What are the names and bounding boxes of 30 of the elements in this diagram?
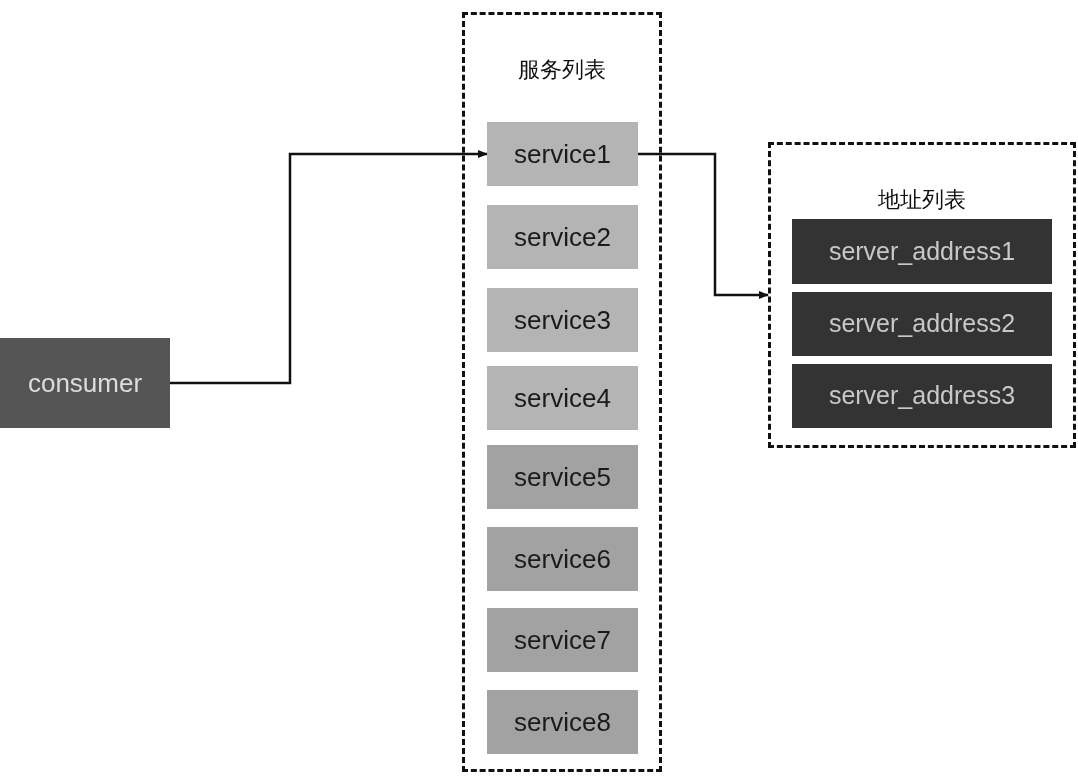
address-box	[792, 219, 1052, 284]
arrow	[170, 150, 488, 385]
group-title: 服务列表	[517, 56, 607, 84]
service-box	[487, 527, 638, 591]
box-label: consumer	[27, 366, 143, 400]
dashed-group-box	[462, 12, 662, 772]
service-box	[487, 122, 638, 186]
address-box	[792, 364, 1052, 428]
box-label: service6	[514, 542, 611, 576]
box-label: server_address1	[828, 235, 1016, 267]
service-box	[487, 205, 638, 269]
box-label: service2	[514, 220, 611, 254]
box-label: service8	[514, 705, 611, 739]
box-label: service3	[514, 303, 611, 337]
box-label: server_address3	[828, 380, 1016, 412]
box-label: server_address2	[828, 308, 1016, 340]
box-label: service4	[514, 381, 611, 415]
service-box	[487, 690, 638, 754]
dashed-group-box	[768, 142, 1076, 448]
service-box	[487, 366, 638, 430]
box-label: service5	[514, 460, 611, 494]
arrow	[638, 152, 769, 299]
service-box	[487, 288, 638, 352]
box-label: service7	[514, 623, 611, 657]
service-box	[487, 445, 638, 509]
box-label: service1	[514, 137, 611, 171]
address-box	[792, 292, 1052, 356]
service-box	[487, 608, 638, 672]
consumer-box	[0, 338, 170, 428]
group-title: 地址列表	[877, 186, 967, 214]
